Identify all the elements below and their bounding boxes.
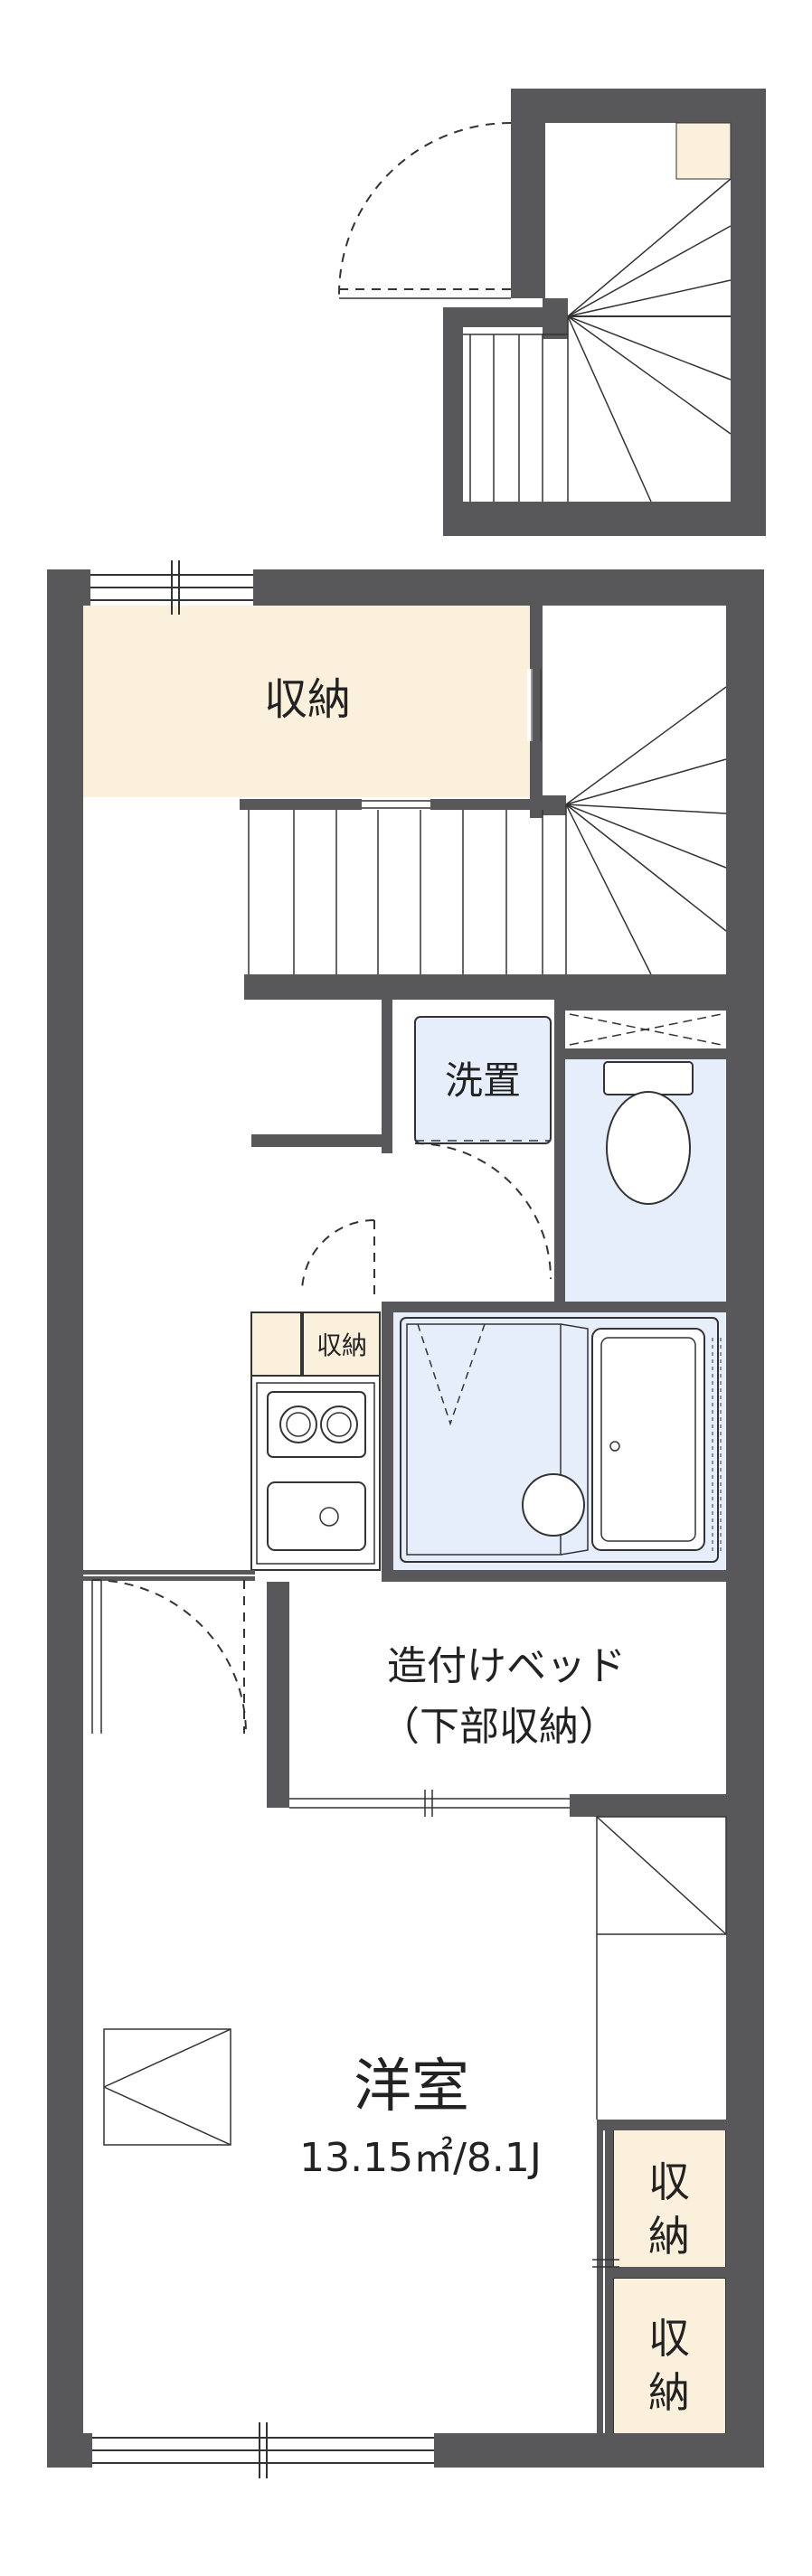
kitchen-storage-label: 収納 <box>316 1330 367 1360</box>
wall-right <box>726 569 764 2468</box>
closet-upper-label-line2: 納 <box>648 2212 690 2261</box>
kitchen <box>250 1375 381 1571</box>
western-room-area: 13.15㎡/8.1J <box>299 2135 542 2181</box>
laundry-label: 洗置 <box>445 1058 521 1103</box>
loft-wall-right <box>731 89 766 536</box>
builtin-bed-label-line2: （下部収納） <box>380 1704 618 1750</box>
closet-lower-label-line2: 納 <box>648 2368 690 2417</box>
closet-upper-label-line1: 収 <box>648 2158 690 2206</box>
wall-bottom-left <box>47 2433 92 2468</box>
staircase <box>248 686 727 975</box>
loft-wall-left-lower <box>443 307 463 536</box>
window-bottom <box>92 2422 434 2478</box>
builtin-bed-label-line1: 造付けベッド <box>387 1643 626 1689</box>
loft-wall-top <box>511 89 766 123</box>
loft-wall-post <box>543 298 568 339</box>
window-top <box>90 560 253 615</box>
storage-top-fill <box>83 606 530 797</box>
laundry-fill <box>414 1016 552 1144</box>
toilet-fixture <box>603 1061 694 1205</box>
kitchen-storage-fill-small <box>250 1312 302 1377</box>
western-room-label: 洋室 <box>354 2054 469 2120</box>
loft-wall-step <box>443 307 547 327</box>
loft-wall-left-upper <box>511 89 545 298</box>
storage-top-label: 収納 <box>264 674 351 725</box>
loft-wall-bottom <box>443 502 766 536</box>
wall-top-right <box>253 569 764 606</box>
wall-top-left <box>47 569 90 606</box>
bath-unit <box>400 1317 722 1563</box>
loft <box>338 89 766 536</box>
kitchen-storage-fill <box>302 1312 381 1377</box>
wall-left <box>47 569 83 2468</box>
loft-storage-fill <box>675 122 732 180</box>
loft-hatch-swing <box>338 122 512 296</box>
wall-bottom-right <box>434 2433 764 2468</box>
main-unit <box>47 560 764 2478</box>
closet-lower-label-line1: 収 <box>648 2314 690 2363</box>
closet-upper-fill <box>612 2128 727 2270</box>
